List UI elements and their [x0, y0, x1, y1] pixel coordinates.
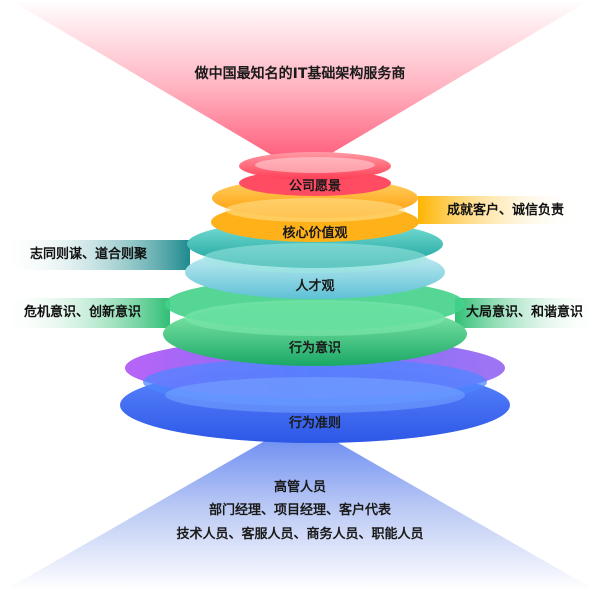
people-line-managers: 部门经理、项目经理、客户代表	[208, 503, 391, 518]
side-note-left-low: 危机意识、创新意识	[24, 305, 142, 320]
side-band-left-mid	[0, 240, 190, 270]
vision-statement: 做中国最知名的IT基础架构服务商	[194, 66, 406, 82]
tier-label-behavior-rules: 行为准则	[288, 416, 342, 431]
side-note-right-top: 成就客户、诚信负责	[447, 203, 565, 218]
side-note-right-low: 大局意识、和谐意识	[466, 305, 584, 320]
tier-label-talent-view: 人才观	[295, 279, 335, 294]
people-line-executives: 高管人员	[273, 480, 326, 495]
side-band-right-top	[418, 196, 578, 224]
people-line-staff: 技术人员、客服人员、商务人员、职能人员	[176, 527, 424, 542]
side-note-left-mid: 志同则谋、道合则聚	[30, 247, 148, 262]
tier-label-company-vision: 公司愿景	[288, 179, 342, 194]
tier-label-core-values: 核心价值观	[282, 226, 348, 241]
tier-label-behavior-awareness: 行为意识	[288, 341, 342, 356]
side-band-right-low	[455, 298, 600, 328]
audience-cone	[5, 438, 595, 590]
vision-funnel	[10, 0, 590, 160]
side-band-left-low	[0, 298, 170, 328]
